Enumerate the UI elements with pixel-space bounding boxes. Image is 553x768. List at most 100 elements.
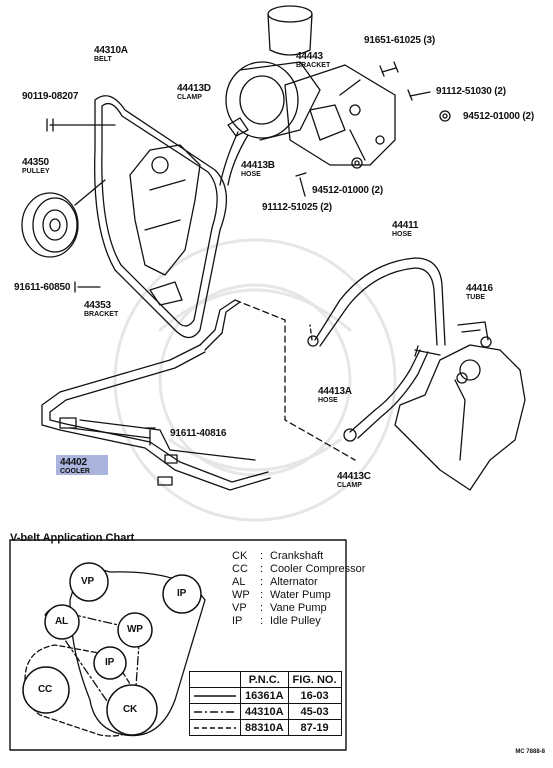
pnc-table-header: P.N.C. FIG. NO. (189, 671, 342, 688)
pulley-ck (106, 684, 158, 736)
part-number-clamp-c[interactable]: 44413C (337, 471, 371, 482)
pulley-ip-mid (93, 646, 127, 680)
legend-abbr: CC (232, 563, 248, 575)
part-number-nut-94512-a[interactable]: 94512-01000 (2) (463, 111, 534, 122)
part-number-hose-44411[interactable]: 44411 (392, 220, 419, 231)
drawing-reference: MC 7888-8 (515, 749, 545, 755)
legend-name: Vane Pump (270, 602, 327, 614)
part-name-hose-a: HOSE (318, 397, 338, 404)
union-fitting (414, 345, 441, 357)
part-number-bolt-90119[interactable]: 90119-08207 (22, 91, 79, 102)
pulley-label-vp: VP (81, 576, 94, 587)
part-number-bolt-91112-51025[interactable]: 91112-51025 (2) (262, 202, 332, 213)
pulley-label-ck: CK (123, 704, 138, 715)
pulley-label-ip-top: IP (177, 588, 187, 599)
pulley-label-cc: CC (38, 684, 53, 695)
part-number-belt[interactable]: 44310A (94, 45, 128, 56)
part-name-bracket-top: BRACKET (296, 62, 331, 69)
cooler-highlight (56, 455, 108, 475)
part-number-hose-a[interactable]: 44413A (318, 386, 352, 397)
legend-name: Crankshaft (270, 550, 324, 562)
swatch-header-cell (189, 671, 241, 688)
legend-abbr: AL (232, 576, 246, 588)
legend-row: WP:Water Pump (232, 589, 331, 601)
part-number-nut-94512-b[interactable]: 94512-01000 (2) (312, 185, 383, 196)
bolt-90119-shape (46, 118, 116, 132)
legend-name: Water Pump (270, 589, 331, 601)
hose-44413A-shape (349, 349, 429, 439)
bracket-44353-shape (149, 281, 183, 306)
part-number-bracket-top[interactable]: 44443 (296, 51, 323, 62)
legend-row: CC:Cooler Compressor (232, 563, 366, 575)
part-number-tube[interactable]: 44416 (466, 283, 493, 294)
part-name-hose-b: HOSE (241, 171, 261, 178)
pnc-cell[interactable]: 88310A (240, 719, 289, 736)
legend-row: AL:Alternator (232, 576, 318, 588)
cooler-44402-shape (41, 299, 271, 491)
pump-bracket (129, 144, 201, 276)
pnc-header: P.N.C. (240, 671, 289, 688)
steering-gear-shape (394, 344, 526, 491)
pulley-cc (22, 666, 70, 714)
legend-row: CK:Crankshaft (232, 550, 324, 562)
legend-row: IP:Idle Pulley (232, 615, 321, 627)
pnc-cell[interactable]: 44310A (240, 703, 289, 720)
vane-pump-reservoir (225, 5, 321, 141)
pnc-cell[interactable]: 16361A (240, 687, 289, 704)
fig-cell[interactable]: 16-03 (287, 687, 342, 704)
bolts-top-right (295, 61, 451, 197)
part-number-bracket-lower[interactable]: 44353 (84, 300, 111, 311)
bolt-91611-60850-shape (74, 281, 101, 293)
part-name-clamp-c: CLAMP (337, 482, 362, 489)
part-number-bolt-3[interactable]: 91651-61025 (3) (364, 35, 435, 46)
hose-44411-shape (307, 257, 446, 347)
legend-name: Idle Pulley (270, 615, 321, 627)
legend-abbr: VP (232, 602, 247, 614)
chart-pulleys (22, 562, 202, 736)
part-name-pulley: PULLEY (22, 168, 50, 175)
part-name-clamp-d: CLAMP (177, 94, 202, 101)
part-number-cooler[interactable]: 44402 (60, 457, 87, 468)
bolt-91611-40816-shape (144, 427, 156, 446)
bracket-44443-shape (284, 64, 396, 166)
part-number-bolt-91611-40816[interactable]: 91611-40816 (170, 428, 227, 439)
pulley-label-wp: WP (127, 624, 143, 635)
part-number-bolt-91611-60850[interactable]: 91611-60850 (14, 282, 71, 293)
legend-abbr: WP (232, 589, 250, 601)
pulley-44350-shape (21, 179, 106, 258)
fig-header: FIG. NO. (287, 671, 342, 688)
legend-name: Cooler Compressor (270, 563, 366, 575)
table-row: 16361A 16-03 (189, 687, 342, 704)
pulley-ip-top (162, 574, 202, 614)
part-number-clamp-d[interactable]: 44413D (177, 83, 211, 94)
line-swatch-solid (189, 687, 241, 704)
table-row: 44310A 45-03 (189, 703, 342, 720)
part-number-pulley[interactable]: 44350 (22, 157, 49, 168)
table-row: 88310A 87-19 (189, 719, 342, 736)
dashed-leader (234, 299, 356, 461)
pulley-al (44, 604, 80, 640)
part-name-tube: TUBE (466, 294, 486, 301)
part-name-hose-44411: HOSE (392, 231, 412, 238)
part-name-cooler: COOLER (60, 468, 90, 475)
line-swatch-dash-dot (189, 703, 241, 720)
part-number-hose-b[interactable]: 44413B (241, 160, 275, 171)
belt-44310A-shape (94, 95, 228, 339)
legend-name: Alternator (270, 576, 318, 588)
pulley-label-ip-mid: IP (105, 657, 115, 668)
belt-solid (69, 569, 206, 737)
legend-abbr: CK (232, 550, 248, 562)
vbelt-chart-box (9, 539, 347, 751)
fig-cell[interactable]: 45-03 (287, 703, 342, 720)
fig-cell[interactable]: 87-19 (287, 719, 342, 736)
part-number-bolt-91112-51030[interactable]: 91112-51030 (2) (436, 86, 506, 97)
pulley-vp (69, 562, 109, 602)
pulley-wp (117, 612, 153, 648)
line-swatch-dashed (189, 719, 241, 736)
part-name-bracket-lower: BRACKET (84, 311, 119, 318)
part-name-belt: BELT (94, 56, 112, 63)
clamp-44413D-shape (227, 117, 249, 137)
pnc-table: P.N.C. FIG. NO. 16361A 16-03 44310A 45-0… (189, 671, 342, 736)
